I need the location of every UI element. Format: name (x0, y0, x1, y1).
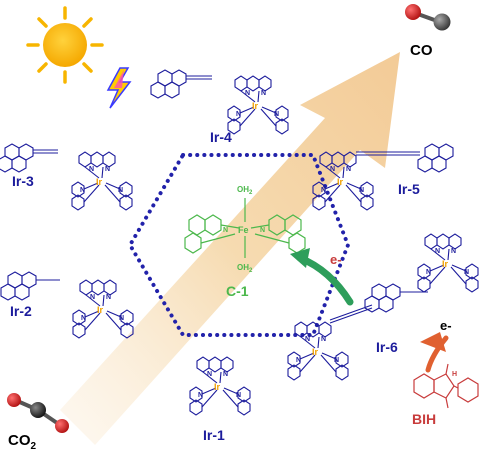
water-ligand-bottom: OH2 (237, 263, 253, 274)
electron-transfer-arrow-red (420, 332, 449, 373)
ir2-complex (0, 271, 134, 339)
fe-catalyst-c1: OH2 Fe OH2 N N (184, 185, 306, 274)
bih-label: BIH (412, 411, 436, 427)
n-atom: N (260, 227, 265, 234)
h-atom: H (452, 371, 457, 378)
ir3-label: Ir-3 (12, 173, 34, 189)
ir5-complex (312, 143, 454, 211)
electron-transfer-arrow-green (290, 248, 354, 306)
co-molecule-icon (405, 4, 451, 31)
electron-label-red: e- (440, 318, 452, 333)
ir4-complex (150, 69, 289, 135)
ir3-complex (0, 143, 133, 211)
c1-label: C-1 (226, 283, 249, 299)
ir1-complex (189, 356, 251, 416)
ir5-label: Ir-5 (398, 181, 420, 197)
ir6-label: Ir-6 (376, 339, 398, 355)
reaction-flow-arrow (60, 52, 400, 445)
ir4-label: Ir-4 (210, 129, 232, 145)
co2-label: CO2 (8, 432, 37, 452)
electron-label-green: e- (330, 252, 342, 267)
n-atom: N (223, 227, 228, 234)
bih-molecule: H (413, 363, 479, 409)
ir1-label: Ir-1 (203, 427, 225, 443)
co2-molecule-icon (7, 393, 69, 433)
lightning-icon (106, 67, 132, 109)
sun-icon (26, 6, 104, 84)
ir2-label: Ir-2 (10, 303, 32, 319)
co-label: CO (410, 42, 433, 59)
water-ligand-top: OH2 (237, 185, 253, 196)
ir6-complex (287, 233, 479, 381)
fe-center: Fe (238, 225, 249, 235)
